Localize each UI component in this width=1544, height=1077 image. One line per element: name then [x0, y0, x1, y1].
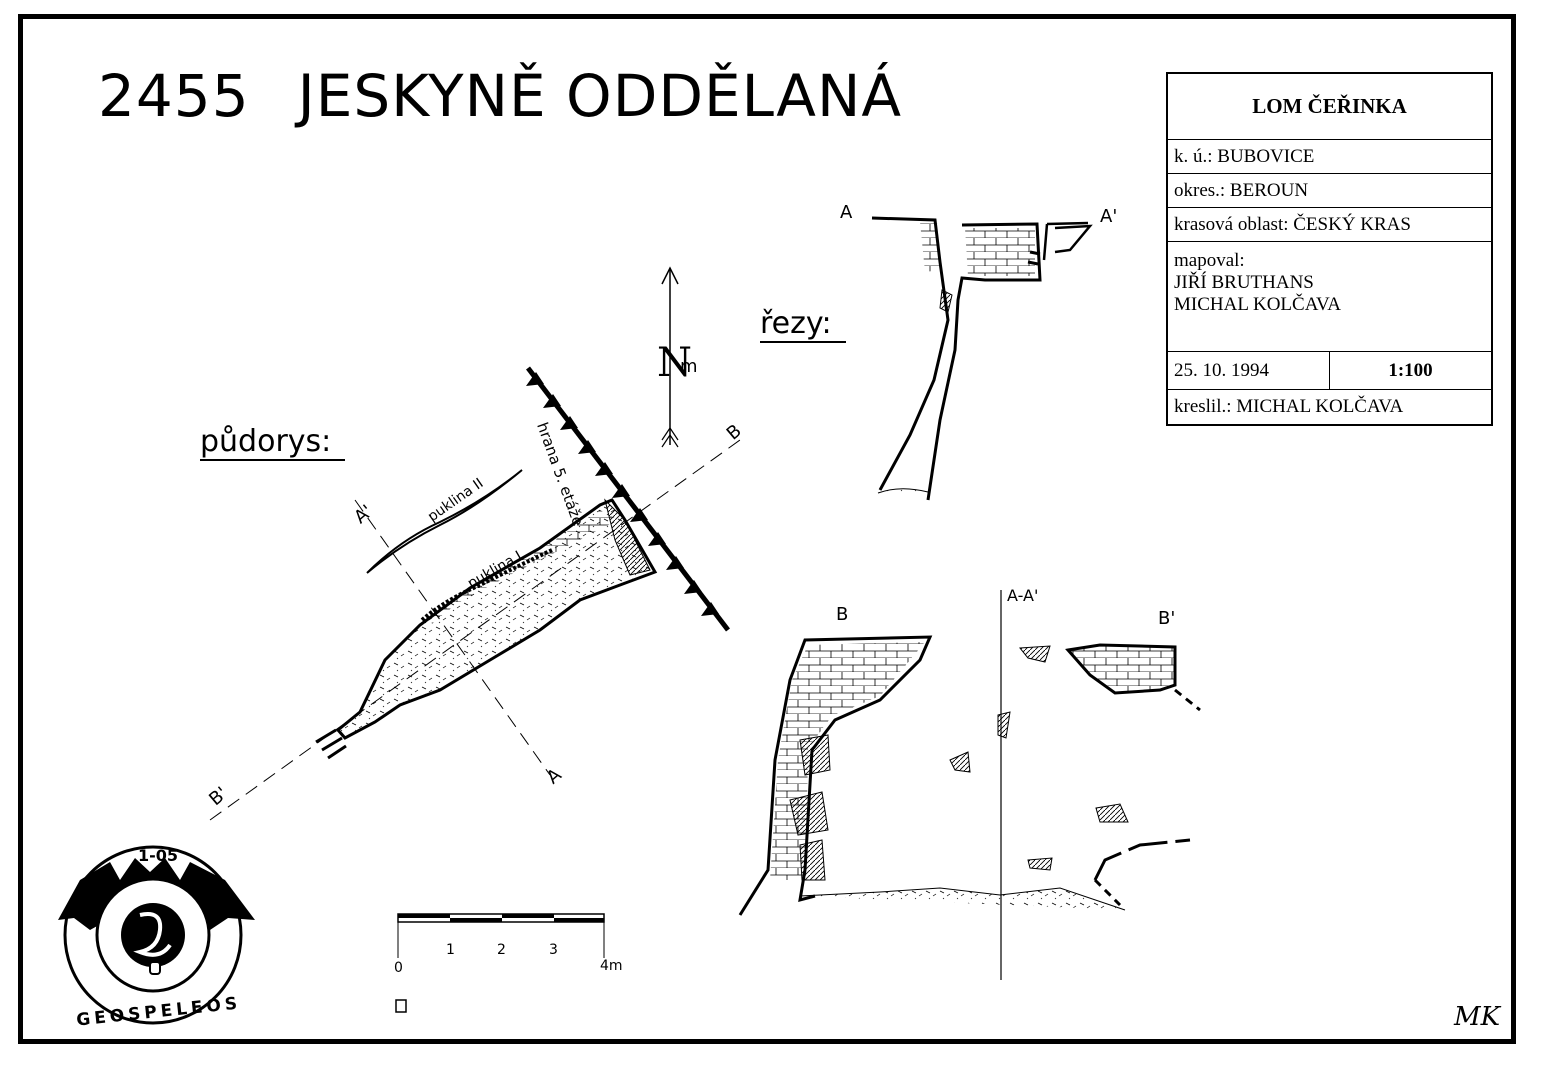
cave-number: 2455 [98, 62, 250, 130]
district: okres.: BEROUN [1168, 174, 1491, 208]
section-label-a: A [840, 202, 853, 223]
mapped-by: mapoval: JIŘÍ BRUTHANS MICHAL KOLČAVA [1168, 242, 1491, 352]
section-label-aa: A-A' [1007, 586, 1039, 605]
section-label-b: B [836, 604, 849, 625]
drawn-by: kreslil.: MICHAL KOLČAVA [1174, 396, 1404, 417]
fissure-2 [366, 469, 523, 574]
map-scale: 1:100 [1388, 359, 1433, 381]
plan-label: půdorys: [200, 424, 346, 461]
cave-name: JESKYNĚ ODDĚLANÁ [297, 62, 903, 130]
mapper-2: MICHAL KOLČAVA [1174, 294, 1341, 315]
logo-code: 1-05 [138, 846, 179, 865]
sections-label: řezy: [760, 306, 846, 343]
scale-tick-0: 0 [394, 960, 403, 976]
scale-tick-1: 1 [446, 942, 455, 958]
north-arrow [661, 266, 679, 448]
title-block: LOM ČEŘINKA k. ú.: BUBOVICE okres.: BERO… [1166, 72, 1493, 426]
north-sub-label: m [680, 356, 698, 377]
cadastral-area: k. ú.: BUBOVICE [1168, 140, 1491, 174]
mapped-label: mapoval: [1174, 250, 1245, 271]
section-label-b2: B' [1158, 608, 1176, 629]
scale-bar [395, 913, 605, 1013]
geospeleos-logo [58, 845, 255, 1025]
north-label: N [657, 340, 692, 386]
scale-tick-4: 4m [600, 958, 623, 974]
mapper-1: JIŘÍ BRUTHANS [1174, 272, 1314, 293]
cave-plan [315, 498, 658, 760]
quarry-edge-line [526, 366, 730, 632]
map-title: 2455 JESKYNĚ ODDĚLANÁ [98, 62, 902, 130]
scale-tick-2: 2 [497, 942, 506, 958]
date-scale-row: 25. 10. 1994 1:100 [1168, 352, 1491, 390]
locality: LOM ČEŘINKA [1168, 74, 1491, 140]
karst-area: krasová oblast: ČESKÝ KRAS [1168, 208, 1491, 242]
scale-box-icon [395, 999, 407, 1013]
section-bb [738, 590, 1201, 980]
signature: MK [1454, 1002, 1501, 1032]
survey-date: 25. 10. 1994 [1168, 352, 1330, 389]
map-frame [18, 14, 1516, 1044]
scale-tick-3: 3 [549, 942, 558, 958]
section-label-a2: A' [1100, 206, 1118, 227]
section-line-a [354, 499, 551, 776]
section-aa-top [871, 216, 1093, 501]
